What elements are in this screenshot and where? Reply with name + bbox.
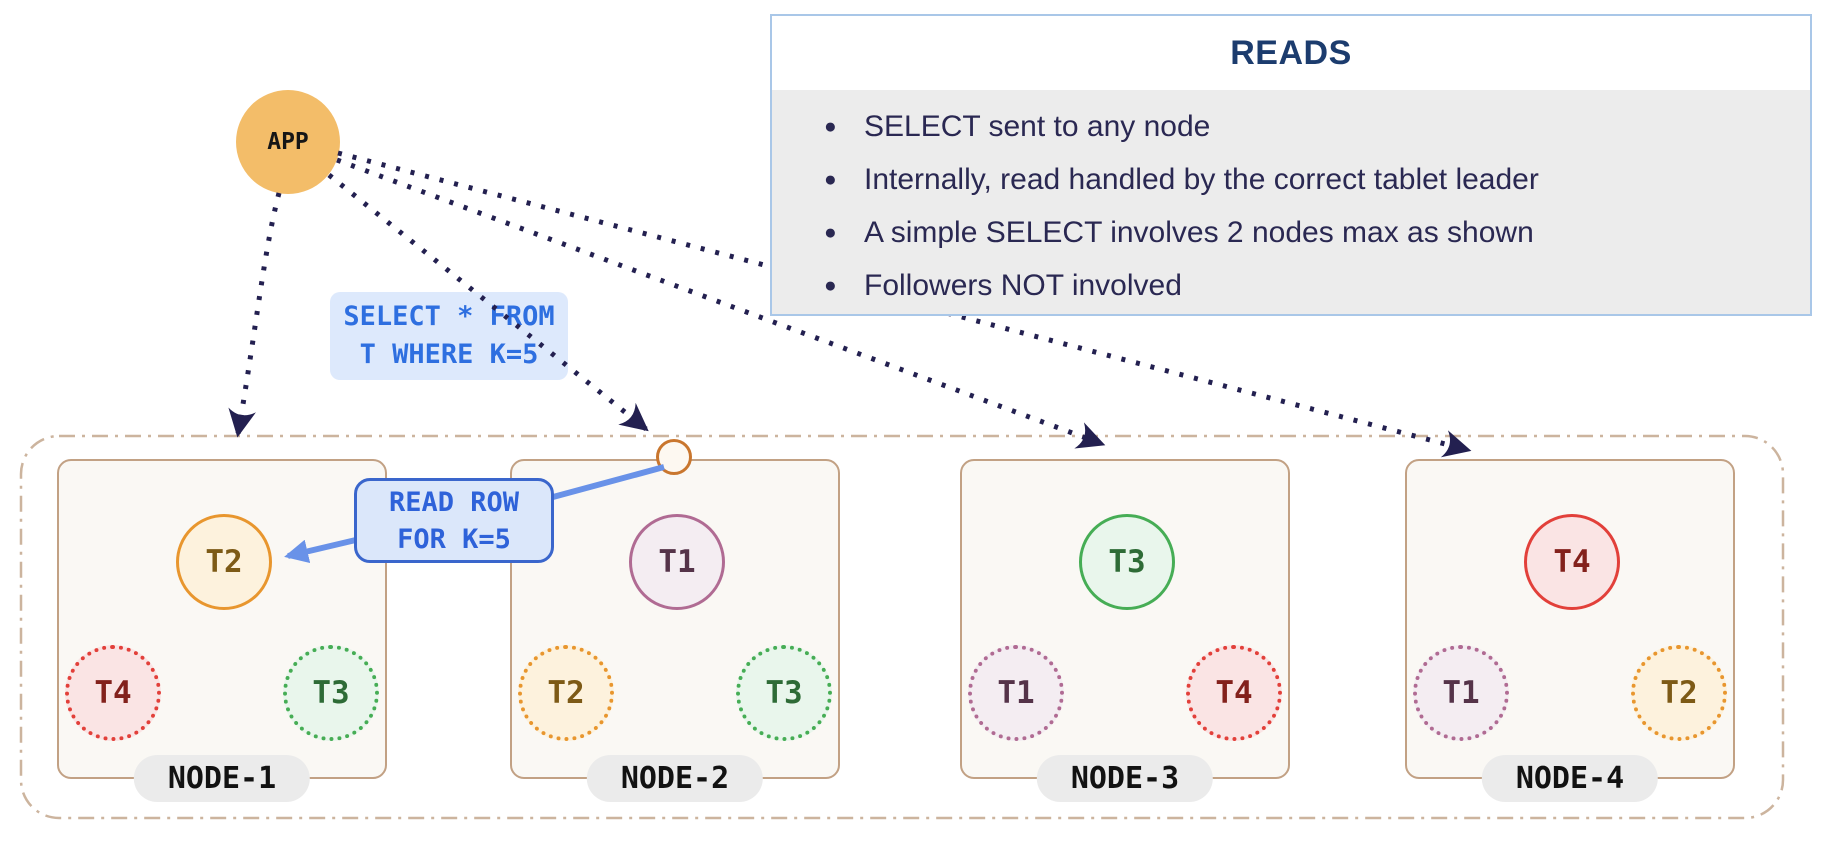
node-label: NODE-1 — [133, 755, 311, 802]
tablet-leader: T2 — [176, 514, 272, 610]
tablet-leader: T4 — [1524, 514, 1620, 610]
read-row-label: READ ROW FOR K=5 — [354, 478, 554, 563]
tablet-label: T3 — [765, 675, 803, 711]
bullet-icon: ● — [824, 114, 837, 138]
tablet-label: T2 — [1660, 675, 1698, 711]
tablet-label: T2 — [547, 675, 585, 711]
tablet-follower: T4 — [1186, 645, 1282, 741]
tablet-label: T1 — [658, 544, 696, 580]
tablet-leader: T1 — [629, 514, 725, 610]
tablet-leader: T3 — [1079, 514, 1175, 610]
arrow-app-to-node1 — [228, 192, 282, 438]
node-box-2: T1 T2 T3 NODE-2 — [510, 459, 840, 802]
tablet-follower: T3 — [736, 645, 832, 741]
app-circle: APP — [236, 90, 340, 194]
reads-list: ● SELECT sent to any node ● Internally, … — [772, 100, 1810, 312]
tablet-follower: T3 — [283, 645, 379, 741]
tablet-label: T2 — [205, 544, 243, 580]
tablet-follower: T1 — [1413, 645, 1509, 741]
tablet-follower: T1 — [968, 645, 1064, 741]
node-box-3: T3 T1 T4 NODE-3 — [960, 459, 1290, 802]
node-label: NODE-4 — [1481, 755, 1659, 802]
tablet-label: T4 — [1553, 544, 1591, 580]
tablet-label: T4 — [94, 675, 132, 711]
node-box-4: T4 T1 T2 NODE-4 — [1405, 459, 1735, 802]
reads-panel: READS ● SELECT sent to any node ● Intern… — [770, 14, 1812, 316]
node-box-1: T2 T4 T3 NODE-1 — [57, 459, 387, 802]
tablet-follower: T4 — [65, 645, 161, 741]
select-query-label: SELECT * FROM T WHERE K=5 — [330, 292, 568, 380]
bullet-icon: ● — [824, 220, 837, 244]
tablet-label: T4 — [1215, 675, 1253, 711]
tablet-follower: T2 — [1631, 645, 1727, 741]
entry-point-circle — [656, 439, 692, 475]
node-label: NODE-3 — [1036, 755, 1214, 802]
reads-list-item: ● SELECT sent to any node — [824, 109, 1211, 143]
app-label: APP — [267, 129, 309, 155]
bullet-icon: ● — [824, 273, 837, 297]
tablet-label: T1 — [1442, 675, 1480, 711]
reads-body: ● SELECT sent to any node ● Internally, … — [772, 90, 1810, 314]
node-label: NODE-2 — [586, 755, 764, 802]
tablet-label: T3 — [312, 675, 350, 711]
bullet-icon: ● — [824, 167, 837, 191]
reads-list-item: ● A simple SELECT involves 2 nodes max a… — [824, 215, 1534, 249]
reads-title: READS — [1230, 34, 1352, 72]
tablet-follower: T2 — [518, 645, 614, 741]
tablet-label: T1 — [997, 675, 1035, 711]
tablet-label: T3 — [1108, 544, 1146, 580]
reads-list-item: ● Followers NOT involved — [824, 268, 1182, 302]
reads-list-item: ● Internally, read handled by the correc… — [824, 162, 1539, 196]
